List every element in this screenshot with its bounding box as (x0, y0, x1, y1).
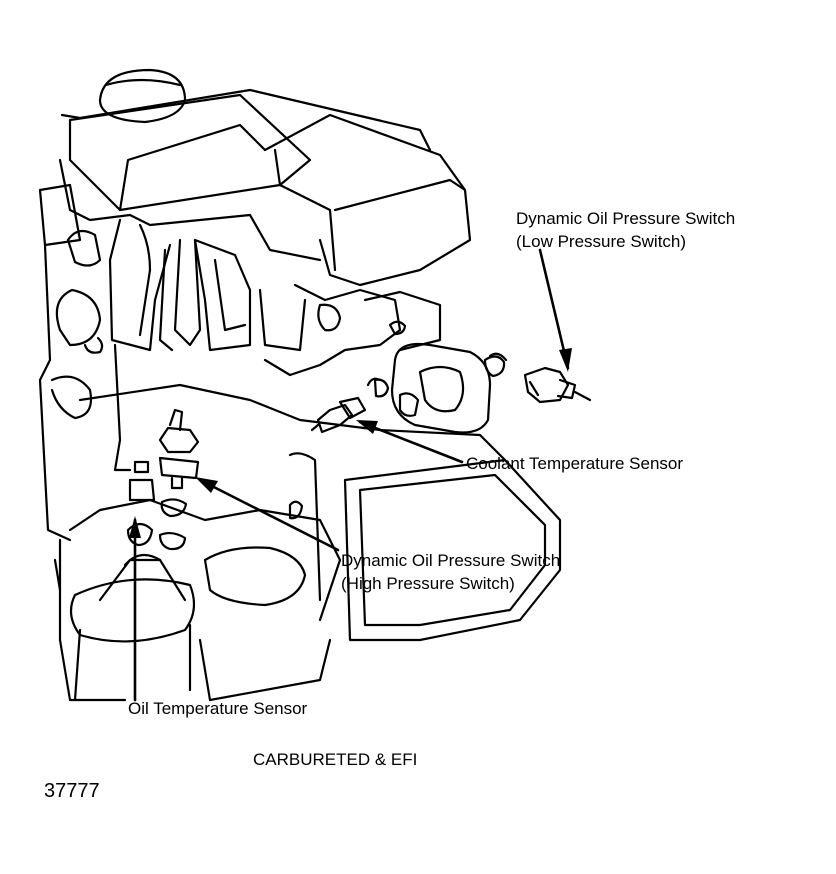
low-pressure-switch-part (523, 366, 592, 404)
leader-lines (133, 248, 570, 702)
oil-filler-cap (98, 68, 187, 124)
low-switch-label-line2: (Low Pressure Switch) (516, 232, 687, 251)
high-pressure-switch-part (158, 408, 200, 551)
oil-temperature-sensor-part (126, 460, 156, 547)
oil-filter (53, 553, 196, 702)
high-switch-label-line2: (High Pressure Switch) (341, 574, 515, 593)
low-switch-label-line1: Dynamic Oil Pressure Switch (516, 209, 736, 228)
coolant-housing (366, 342, 508, 434)
valve-cover (38, 88, 472, 287)
high-switch-label-line1: Dynamic Oil Pressure Switch (341, 551, 561, 570)
diagram-caption: CARBURETED & EFI (253, 750, 418, 769)
oil-temp-sensor-label: Oil Temperature Sensor (128, 699, 308, 718)
coolant-temperature-sensor-part (310, 396, 367, 434)
coolant-sensor-label: Coolant Temperature Sensor (466, 454, 684, 473)
figure-number: 37777 (44, 780, 100, 802)
engine-block (38, 218, 562, 702)
arrowheads (129, 348, 572, 538)
